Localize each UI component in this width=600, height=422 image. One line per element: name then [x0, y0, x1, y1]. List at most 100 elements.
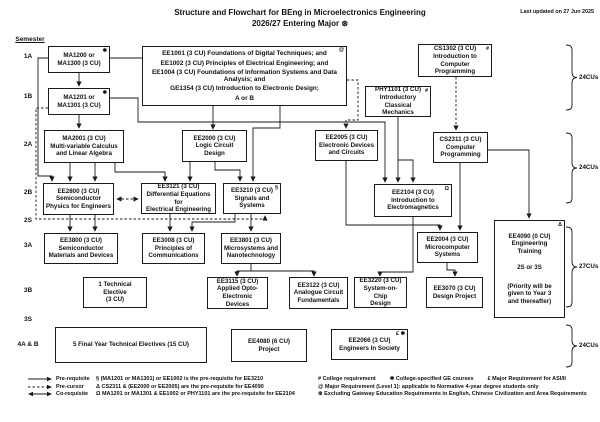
box-text-line: MA1200 or [63, 51, 95, 59]
box-marker-symbol: § [275, 184, 278, 191]
box-text-line: EE3070 (3 CU) [433, 284, 476, 292]
semester-label-3s: 3S [24, 316, 32, 323]
box-text-line: 5 Final Year Technical Electives (15 CU) [72, 341, 189, 349]
box-text-line: Introduction to Computer [433, 52, 477, 68]
legend-co-requisite: Co-requisite [28, 391, 88, 397]
box-text-line: EE3008 (3 CU) [152, 237, 195, 245]
course-box-ee3115: EE3115 (3 CU)Applied Opto-Electronic Dev… [207, 277, 268, 309]
semester-label-1b: 1B [23, 93, 33, 100]
box-text-line: Electrical Engineering [146, 206, 211, 214]
course-box-technical-elective: 1 Technical Elective(3 CU) [83, 277, 147, 308]
box-text-line: EE2104 (3 CU) [392, 189, 434, 197]
box-text-line: Introduction to [391, 196, 435, 204]
box-text-line: Materials and Devices [48, 252, 114, 260]
box-text-line: Principles of [154, 244, 193, 252]
box-text-line: CS1302 (3 CU) [433, 45, 477, 53]
box-text-line: Analogue Circuit [293, 289, 344, 297]
note-delta-symbol: Δ CS2311 & (EE2000 or EE2005) are the pr… [96, 383, 264, 390]
semester-label-1a: 1A [23, 53, 33, 60]
box-text-line: Project [258, 345, 280, 353]
box-text-line: EE3800 (3 CU) [60, 237, 102, 245]
box-text-line: Logic Circuit [195, 142, 234, 150]
semester-label-3a: 3A [23, 242, 33, 249]
box-text-line: Mechanics [382, 109, 414, 117]
legend-label: Co-requisite [56, 391, 89, 397]
box-text-line: and thereafter) [507, 297, 552, 305]
box-text-line: MA1201 or [63, 93, 95, 101]
note-row-symbols: # College requirement ✱ College-specifie… [318, 376, 566, 382]
box-text-line: MA1300 (3 CU) [57, 59, 101, 67]
box-text-line: Introductory Classical [379, 93, 417, 109]
box-text-line: Applied Opto- [217, 285, 258, 293]
course-box-ee4080: EE4080 (6 CU)Project [231, 329, 307, 362]
box-text-line: A or B [235, 94, 254, 102]
box-text-line: Microsystems and [224, 244, 278, 252]
legend-pre-requisite: Pre-requisite [28, 376, 90, 382]
box-text-line: Communications [148, 252, 199, 260]
box-text-line: Programming [440, 151, 481, 159]
box-text-line: and Linear Algebra [56, 150, 112, 158]
co-requisite-arrow-icon [28, 391, 52, 397]
note-major-level1: @ Major Requirement (Level 1): applicabl… [318, 383, 539, 390]
semester-label-2s: 2S [24, 217, 32, 224]
box-text-line: Semiconductor [58, 244, 104, 252]
box-text-line: 2S or 3S [517, 264, 542, 272]
course-box-ee2066: EE2066 (3 CU)Engineers In Society£ ✱ [331, 329, 408, 360]
box-text-line: EE3220 (3 CU) [359, 277, 402, 285]
box-text-line: EE4080 (6 CU) [248, 337, 290, 345]
course-box-ee3070: EE3070 (3 CU)Design Project [426, 277, 483, 308]
box-text-line: Differential Equations for [146, 190, 211, 206]
box-text-line: Electromagnetics [387, 204, 439, 212]
note-college-requirement: # College requirement [318, 376, 376, 382]
box-text-line: EE3115 (3 CU) [216, 277, 259, 285]
box-text-line: EE2005 (3 CU) [325, 134, 368, 142]
pre-requisite-arrow-icon [28, 376, 52, 382]
note-omega-symbol: Ω MA1201 or MA1301 & EE1002 or PHY1101 a… [96, 391, 295, 397]
box-text-line: CS2311 (3 CU) [439, 136, 482, 144]
box-text-line: Engineers In Society [339, 344, 400, 352]
course-box-ee1001-group: EE1001 (3 CU) Foundations of Digital Tec… [142, 46, 347, 106]
box-text-line: GE1354 (3 CU) Introduction to Electronic… [170, 85, 319, 93]
box-text-line: Design Project [432, 292, 477, 300]
box-marker-symbol: Δ [558, 221, 562, 228]
box-marker-symbol: # [486, 45, 489, 52]
box-text-line: EE4090 (0 CU) [508, 232, 551, 240]
semester-label-2b: 2B [23, 189, 33, 196]
cu-total-year1: 24CUs [579, 74, 599, 81]
cu-total-year3: 27CUs [579, 263, 599, 270]
box-text-line: EE2800 (3 CU) [57, 187, 100, 195]
pre-cursor-arrow-icon [28, 384, 52, 390]
cu-total-year2: 24CUs [579, 164, 599, 171]
semester-label-4ab: 4A & B [17, 341, 39, 348]
semester-label-2a: 2A [23, 141, 33, 148]
box-text-line: EE3210 (3 CU) [231, 187, 273, 195]
box-marker-symbol: £ ✱ [395, 330, 405, 337]
box-text-line: MA1301 (3 CU) [57, 101, 101, 109]
course-box-final-year-electives: 5 Final Year Technical Electives (15 CU) [55, 327, 207, 363]
box-text-line: EE3121 (3 CU) [157, 183, 200, 191]
box-text-line: Design [370, 300, 391, 308]
legend-pre-cursor: Pre-cursor [28, 384, 84, 390]
box-text-line: EE3801 (3 CU) [230, 237, 272, 245]
page-subtitle: 2026/27 Entering Major ⊛ [251, 19, 349, 28]
cu-bracket [565, 44, 578, 368]
box-text-line: Physics for Engineers [46, 202, 111, 210]
box-text-line: Fundamentals [297, 296, 340, 304]
box-text-line: Programming [434, 68, 476, 76]
box-marker-symbol: ✱ [102, 47, 107, 54]
